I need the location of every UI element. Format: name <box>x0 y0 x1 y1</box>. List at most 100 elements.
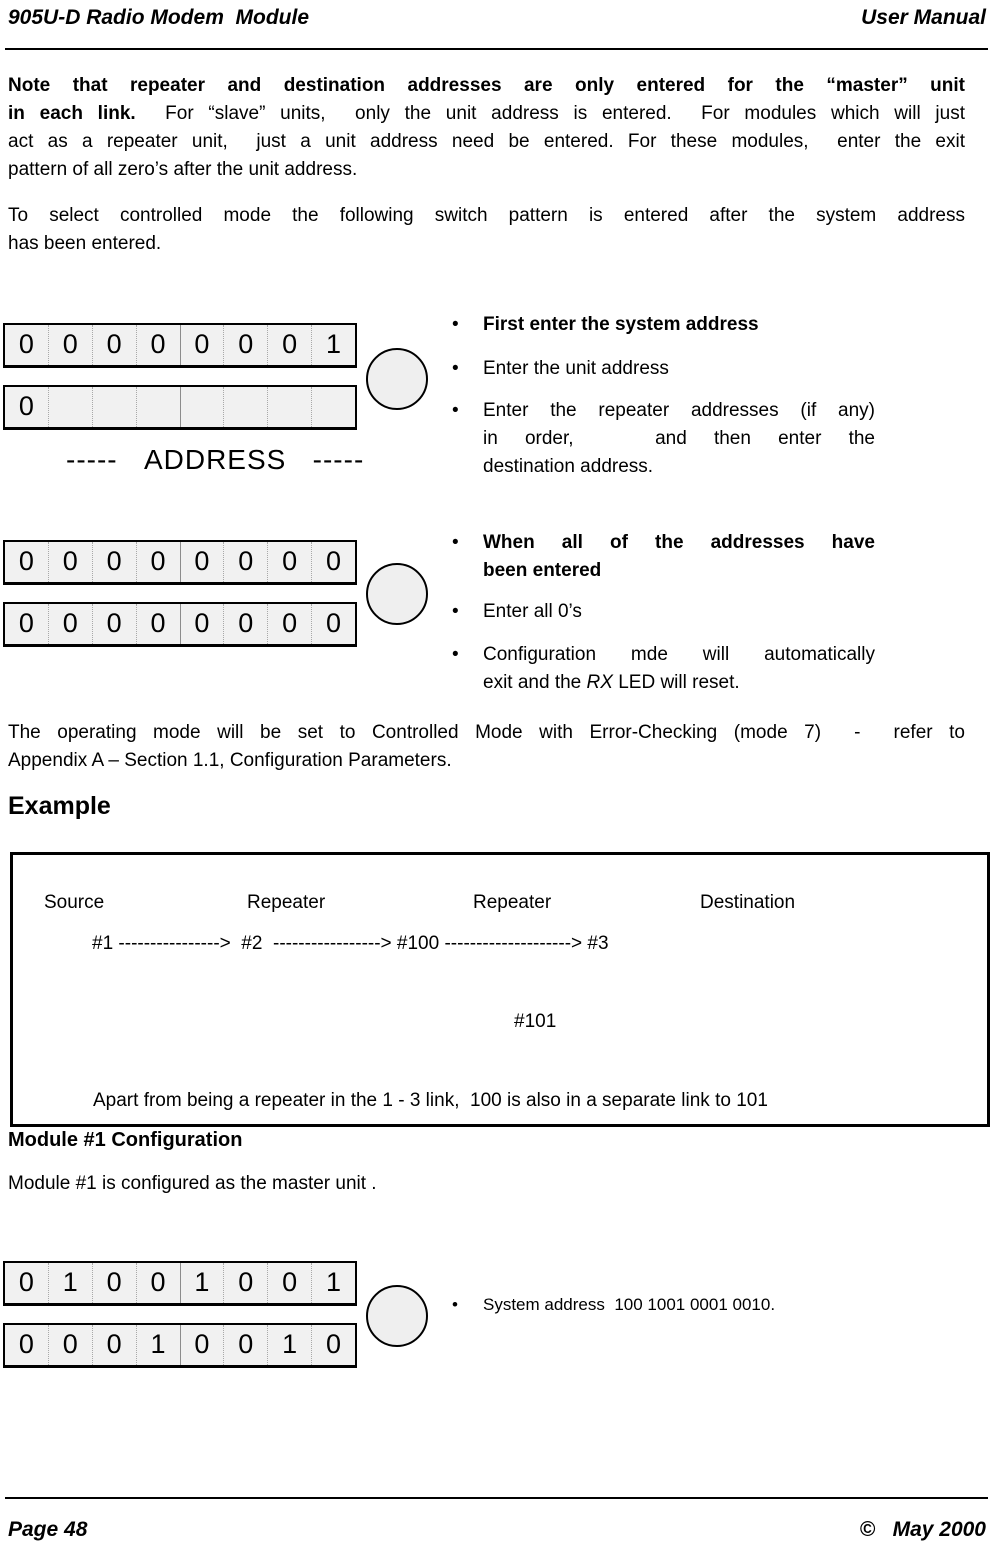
dip-switch-cell: 0 <box>268 325 313 365</box>
paragraph-select-line1: To select controlled mode the following … <box>8 205 965 226</box>
copyright-date: © May 2000 <box>859 1518 986 1541</box>
bullet-enter-all-zeros: Enter all 0’s <box>452 598 875 626</box>
bullet-dot-icon <box>452 311 483 339</box>
dip-switch-cell: 0 <box>93 325 137 365</box>
dip-switch-cell: 0 <box>181 542 225 582</box>
module1-heading: Module #1 Configuration <box>8 1129 243 1151</box>
paragraph-note-line2: in each link. For “slave” units, only th… <box>8 100 965 128</box>
example-heading: Example <box>8 792 111 820</box>
example-column-repeater-2: Repeater <box>473 892 552 913</box>
dip-switch-cell: 0 <box>137 1263 181 1303</box>
bullet-dot-icon <box>452 641 483 697</box>
bullet-line: exit and the RX LED will reset. <box>483 669 875 697</box>
bullet-system-address: System address 100 1001 0001 0010. <box>452 1291 875 1319</box>
dip-switch-cell <box>49 387 93 427</box>
dip-switch-cell: 0 <box>268 542 313 582</box>
dip-switch-cell: 0 <box>49 542 93 582</box>
bullet-line-pre: exit and the <box>483 672 587 693</box>
bullet-dot-icon <box>452 355 483 383</box>
header-document-title: 905U-D Radio Modem Module <box>8 6 310 29</box>
dip-switch-cell <box>93 387 137 427</box>
dip-switch-cell: 1 <box>137 1325 181 1365</box>
bullet-line: destination address. <box>483 456 654 477</box>
dip-switch-cell <box>137 387 181 427</box>
dip-switch-cell: 0 <box>224 604 269 644</box>
example-branch-node: #101 <box>514 1011 557 1032</box>
bullet-dot-icon <box>452 1291 483 1319</box>
dip-switch-cell: 1 <box>49 1263 93 1303</box>
connector-circle-3 <box>366 1285 428 1347</box>
dip-switch-cell: 0 <box>5 1325 49 1365</box>
dip-switch-cell: 1 <box>326 1266 342 1297</box>
bullet-line: Enter the repeater addresses (if any) <box>483 400 875 421</box>
dip-switch-cell: 0 <box>49 604 93 644</box>
dip-switch-cell: 0 <box>224 325 269 365</box>
example-column-repeater-1: Repeater <box>247 892 326 913</box>
bullet-text: System address 100 1001 0001 0010. <box>483 1295 776 1314</box>
bullet-text: Enter the unit address <box>483 358 669 379</box>
bullet-dot-icon <box>452 598 483 626</box>
dip-switch-cell: 0 <box>49 325 93 365</box>
connector-circle-2 <box>366 563 428 625</box>
dip-switch-cell: 0 <box>181 1325 225 1365</box>
example-note: Apart from being a repeater in the 1 - 3… <box>93 1090 768 1111</box>
dip-switch-cell: 0 <box>137 325 181 365</box>
bullet-dot-icon <box>452 529 483 585</box>
dip-switch-cell <box>224 387 269 427</box>
paragraph-note: Note that repeater and destination addre… <box>8 72 965 184</box>
dip-switch-cell: 0 <box>49 1325 93 1365</box>
dip-switch-cell: 0 <box>5 542 49 582</box>
example-flow-line: #1 ----------------> #2 ----------------… <box>92 933 609 954</box>
dip-switch-cell: 0 <box>93 1263 137 1303</box>
dip-switch-cell: 0 <box>326 545 342 576</box>
bullet-line: been entered <box>483 560 602 581</box>
paragraph-note-line3: act as a repeater unit, just a unit addr… <box>8 131 965 152</box>
paragraph-select-mode: To select controlled mode the following … <box>8 202 965 258</box>
dip-switch-cell: 1 <box>326 328 342 359</box>
bullet-line-post: LED will reset. <box>612 672 740 693</box>
example-column-destination: Destination <box>700 892 796 913</box>
example-box: Source Repeater Repeater Destination #1 … <box>10 852 990 1127</box>
dip-switch-cell <box>268 387 313 427</box>
dip-switch-cell: 0 <box>5 1263 49 1303</box>
paragraph-note-bold: in each link. <box>8 103 136 124</box>
bullet-text: Enter all 0’s <box>483 601 582 622</box>
dip-switch-cell: 0 <box>5 604 49 644</box>
dip-switch-cell: 0 <box>181 604 225 644</box>
rx-led-label: RX <box>586 672 613 693</box>
paragraph-mode-line2: Appendix A – Section 1.1, Configuration … <box>8 750 452 771</box>
example-column-source: Source <box>44 892 105 913</box>
header-rule <box>5 48 988 50</box>
dip-switch-cell <box>312 387 355 427</box>
footer-rule <box>5 1497 988 1499</box>
bullet-text: First enter the system address <box>483 314 759 335</box>
dip-switch-cell: 0 <box>5 387 49 427</box>
dip-switch-cell: 0 <box>93 604 137 644</box>
paragraph-operating-mode: The operating mode will be set to Contro… <box>8 719 965 775</box>
dip-switch-cell: 0 <box>137 604 181 644</box>
paragraph-note-line1: Note that repeater and destination addre… <box>8 75 965 96</box>
paragraph-select-line2: has been entered. <box>8 233 162 254</box>
bullet-text: Enter the repeater addresses (if any) in… <box>483 397 875 481</box>
bullet-first-system-address: First enter the system address <box>452 311 875 339</box>
bullet-configuration-exit: Configuration mde will automatically exi… <box>452 641 875 697</box>
dip-switch-cell: 1 <box>181 1263 225 1303</box>
dip-switch-row-2: 0 <box>3 385 357 430</box>
paragraph-mode-line1: The operating mode will be set to Contro… <box>8 722 965 743</box>
bullet-enter-unit-address: Enter the unit address <box>452 355 875 383</box>
dip-switch-cell <box>181 387 225 427</box>
bullet-text: When all of the addresses have been ente… <box>483 529 875 585</box>
paragraph-note-line4: pattern of all zero’s after the unit add… <box>8 159 358 180</box>
dip-switch-cell: 0 <box>137 542 181 582</box>
dip-switch-cell: 0 <box>268 1263 313 1303</box>
dip-switch-cell: 0 <box>224 542 269 582</box>
dip-switch-cell: 0 <box>93 542 137 582</box>
header-manual-label: User Manual <box>861 6 986 29</box>
dip-switch-cell: 0 <box>224 1263 269 1303</box>
address-label: ----- ADDRESS ----- <box>66 444 365 475</box>
